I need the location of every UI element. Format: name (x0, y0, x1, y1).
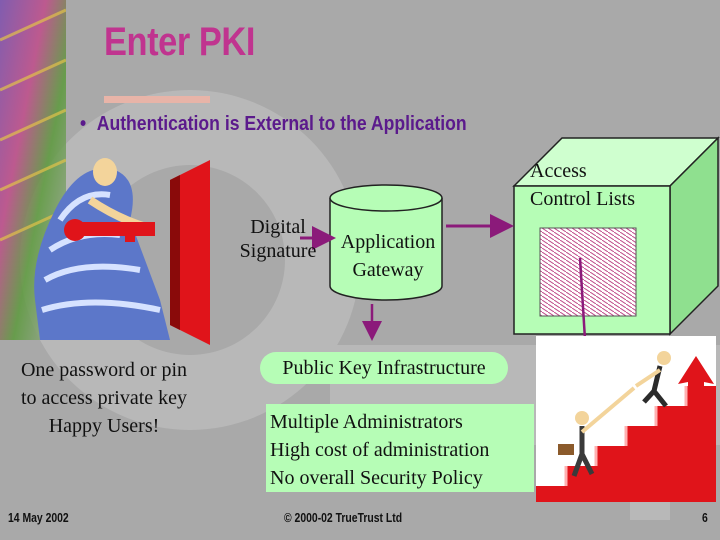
admin-notes-box (266, 404, 534, 492)
acl-label-line-1: Access (530, 160, 587, 182)
business-climbing-stairs-illustration (536, 336, 716, 502)
footer-page-number: 6 (702, 510, 708, 525)
application-gateway-label: Application Gateway (332, 228, 444, 284)
footer-copyright: © 2000-02 TrueTrust Ltd (284, 510, 403, 525)
access-control-lists-box (512, 136, 720, 336)
application-gateway-cylinder (329, 184, 443, 301)
admin-note-2: High cost of administration (270, 439, 490, 461)
person-opening-door-illustration (34, 158, 210, 345)
digital-signature-label: Digital Signature (228, 215, 328, 263)
left-caption-line-1: One password or pin (20, 359, 188, 381)
slide-title: Enter PKI (104, 20, 255, 64)
acl-label: Access Control Lists (530, 157, 660, 213)
admin-notes: Multiple Administrators High cost of adm… (270, 408, 540, 492)
gateway-label-line-2: Gateway (352, 259, 424, 281)
title-underline (104, 96, 210, 103)
pki-box (260, 352, 508, 384)
signature-label-line-1: Digital (250, 216, 306, 238)
pki-label: Public Key Infrastructure (282, 357, 486, 379)
left-caption-line-3: Happy Users! (48, 415, 160, 437)
bullet-point: • Authentication is External to the Appli… (80, 113, 467, 136)
bullet-text: Authentication is External to the Applic… (96, 113, 467, 135)
acl-label-line-2: Control Lists (530, 188, 636, 210)
signature-label-line-2: Signature (239, 240, 317, 262)
bullet-dot-icon: • (80, 113, 87, 135)
acl-list-icon (539, 227, 637, 317)
footer-date: 14 May 2002 (8, 510, 69, 525)
admin-note-1: Multiple Administrators (270, 411, 463, 433)
left-caption: One password or pin to access private ke… (0, 356, 208, 440)
gateway-label-line-1: Application (340, 231, 436, 253)
left-caption-line-2: to access private key (20, 387, 188, 409)
admin-note-3: No overall Security Policy (270, 467, 483, 489)
